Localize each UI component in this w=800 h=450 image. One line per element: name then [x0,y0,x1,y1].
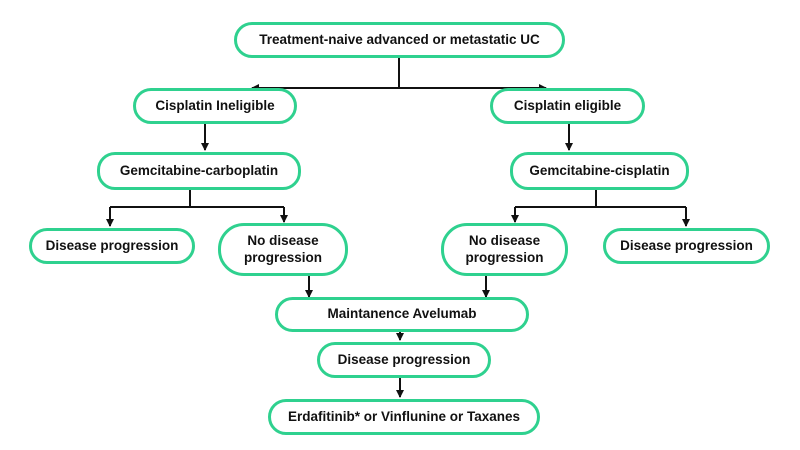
node-right-disease-progression-label: Disease progression [620,237,753,253]
node-final-treatment: Erdafitinib* or Vinflunine or Taxanes [268,399,540,435]
node-root: Treatment-naive advanced or metastatic U… [234,22,565,58]
node-right-no-disease-progression: No disease progression [441,223,568,276]
node-gemcitabine-carboplatin-label: Gemcitabine-carboplatin [119,162,279,178]
node-gemcitabine-cisplatin-label: Gemcitabine-cisplatin [529,162,670,178]
node-left-disease-progression-label: Disease progression [45,237,179,253]
node-gemcitabine-cisplatin: Gemcitabine-cisplatin [510,152,689,190]
node-cisplatin-ineligible: Cisplatin Ineligible [133,88,297,124]
node-maintenance-avelumab: Maintanence Avelumab [275,297,529,332]
node-maintenance-avelumab-label: Maintanence Avelumab [327,306,477,322]
node-final-treatment-label: Erdafitinib* or Vinflunine or Taxanes [287,408,521,424]
node-left-no-disease-progression-label: No disease progression [243,233,322,265]
node-left-disease-progression: Disease progression [29,228,195,264]
node-cisplatin-ineligible-label: Cisplatin Ineligible [155,97,275,113]
node-right-disease-progression: Disease progression [603,228,770,264]
node-cisplatin-eligible: Cisplatin eligible [490,88,645,124]
node-cisplatin-eligible-label: Cisplatin eligible [513,97,622,113]
node-root-label: Treatment-naive advanced or metastatic U… [259,31,540,47]
node-left-no-disease-progression: No disease progression [218,223,348,276]
node-maintenance-disease-progression-label: Disease progression [337,351,471,367]
node-maintenance-disease-progression: Disease progression [317,342,491,378]
node-right-no-disease-progression-label: No disease progression [465,233,544,265]
node-gemcitabine-carboplatin: Gemcitabine-carboplatin [97,152,301,190]
